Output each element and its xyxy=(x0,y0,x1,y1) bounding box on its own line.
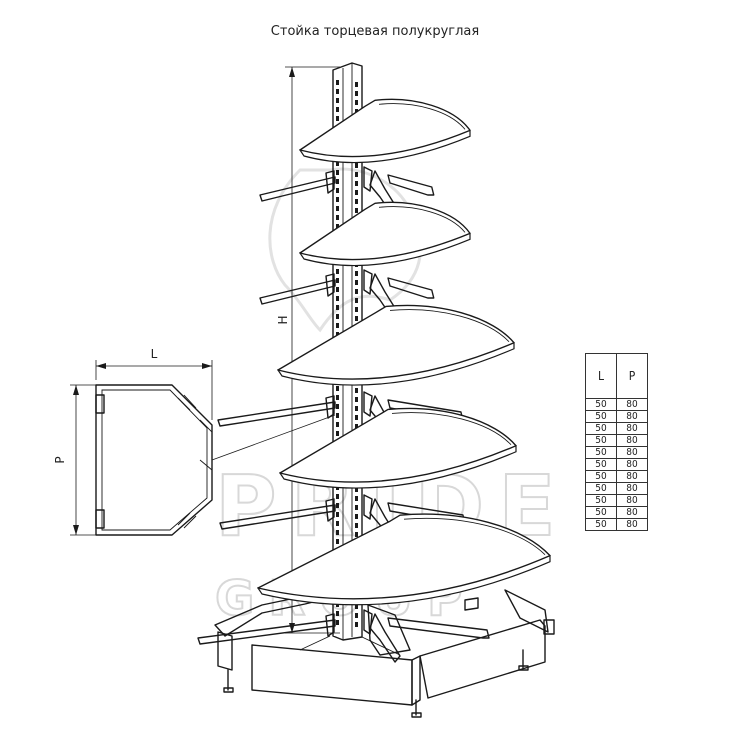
diagram-title: Стойка торцевая полукруглая xyxy=(270,24,480,39)
table-cell: 80 xyxy=(616,398,648,411)
table-cell: 80 xyxy=(616,470,648,483)
table-cell: 80 xyxy=(616,494,648,507)
height-label: H xyxy=(276,315,290,324)
table-cell: 80 xyxy=(616,458,648,471)
table-cell: 50 xyxy=(585,422,617,435)
table-cell: 80 xyxy=(616,482,648,495)
shelf xyxy=(298,201,471,267)
shelf xyxy=(276,304,515,386)
spec-header-l: L xyxy=(585,353,617,399)
spec-header-p: P xyxy=(616,353,648,399)
table-cell: 80 xyxy=(616,422,648,435)
table-cell: 50 xyxy=(585,434,617,447)
spec-table-header: L P xyxy=(585,353,648,399)
shelf xyxy=(298,98,471,164)
depth-label: P xyxy=(53,456,67,463)
table-cell: 80 xyxy=(616,506,648,519)
table-cell: 50 xyxy=(585,518,617,531)
shelves xyxy=(197,98,551,663)
shelf xyxy=(256,513,551,606)
plan-section-view: L P xyxy=(53,347,336,536)
table-cell: 50 xyxy=(585,494,617,507)
shelf-bracket xyxy=(197,609,490,663)
table-cell: 80 xyxy=(616,518,648,531)
shelf xyxy=(278,407,517,489)
shelf-bracket xyxy=(259,269,435,323)
table-cell: 50 xyxy=(585,410,617,423)
table-cell: 50 xyxy=(585,470,617,483)
table-cell: 80 xyxy=(616,410,648,423)
table-cell: 50 xyxy=(585,482,617,495)
table-cell: 50 xyxy=(585,398,617,411)
table-cell: 80 xyxy=(616,434,648,447)
table-cell: 50 xyxy=(585,446,617,459)
table-cell: 50 xyxy=(585,506,617,519)
table-cell: 80 xyxy=(616,446,648,459)
width-label: L xyxy=(151,347,158,361)
table-cell: 50 xyxy=(585,458,617,471)
